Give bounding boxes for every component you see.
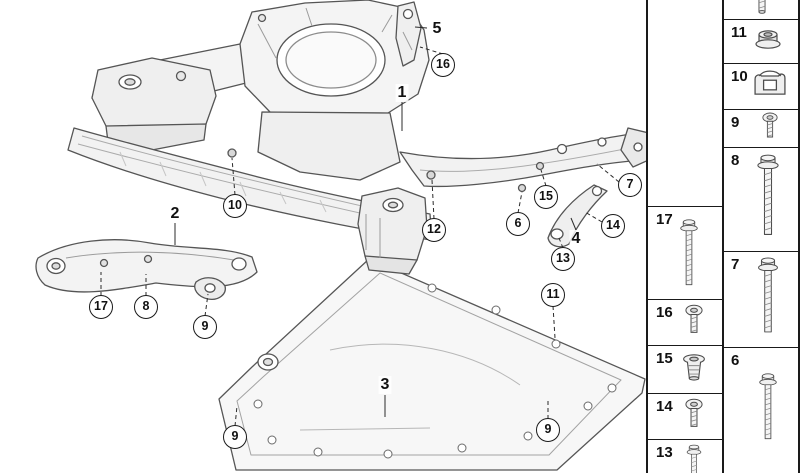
hex-bolt-icon: [756, 256, 781, 343]
callout-16[interactable]: 16: [431, 53, 455, 77]
legend-border-left: [646, 0, 648, 473]
plastic-nut-icon: [680, 351, 708, 388]
callout-9-right[interactable]: 9: [536, 418, 560, 442]
legend-border-right: [798, 0, 800, 473]
torx-screw-icon: [683, 303, 705, 342]
callout-17[interactable]: 17: [89, 295, 113, 319]
torx-screw-icon: [683, 397, 705, 436]
callout-2[interactable]: 2: [168, 205, 182, 223]
hex-bolt-icon: [678, 218, 700, 295]
legend-cell-15[interactable]: 15: [648, 346, 722, 394]
legend-cell-6[interactable]: 6: [723, 348, 798, 473]
callout-5[interactable]: 5: [430, 20, 444, 38]
callout-13[interactable]: 13: [551, 247, 575, 271]
callout-9-bottom[interactable]: 9: [223, 425, 247, 449]
hex-bolt-icon: [755, 153, 781, 246]
front-bracket-bar-part: [35, 239, 258, 300]
callout-9-left[interactable]: 9: [193, 315, 217, 339]
legend-cell-8[interactable]: 8: [723, 148, 798, 252]
legend-cell-9[interactable]: 9: [723, 110, 798, 148]
legend-border-mid: [722, 0, 724, 473]
torx-screw-icon: [760, 111, 780, 146]
underbody-panel-part: [218, 258, 646, 471]
callout-15[interactable]: 15: [534, 185, 558, 209]
legend-cell-14[interactable]: 14: [648, 394, 722, 440]
legend-cell-16[interactable]: 16: [648, 300, 722, 346]
callout-10[interactable]: 10: [223, 194, 247, 218]
callout-11[interactable]: 11: [541, 283, 565, 307]
legend-cell-10[interactable]: 10: [723, 64, 798, 110]
leader-lines-dashed: [100, 46, 620, 427]
callout-12[interactable]: 12: [422, 218, 446, 242]
hex-bolt-icon: [757, 372, 779, 449]
flange-nut-icon: [753, 26, 783, 57]
callout-4[interactable]: 4: [569, 230, 583, 248]
axle-carrier-part: [67, 0, 646, 275]
callout-6[interactable]: 6: [506, 212, 530, 236]
holder-bracket-part: [395, 1, 422, 67]
callout-3[interactable]: 3: [378, 376, 392, 394]
cage-nut-icon: [750, 68, 788, 105]
support-bracket-part: [547, 184, 608, 248]
callout-8[interactable]: 8: [134, 295, 158, 319]
callout-14[interactable]: 14: [601, 214, 625, 238]
leader-lines: [174, 26, 577, 417]
hex-bolt-partial-icon: [685, 444, 703, 473]
callout-1[interactable]: 1: [395, 84, 409, 102]
legend-cell-top-partial[interactable]: [723, 0, 798, 20]
legend-cell-17[interactable]: 17: [648, 206, 722, 300]
legend-cell-13[interactable]: 13: [648, 440, 722, 473]
legend-cell-11[interactable]: 11: [723, 20, 798, 64]
callout-7[interactable]: 7: [618, 173, 642, 197]
front-axle-carrier-drawing: [35, 0, 646, 471]
legend-cell-7[interactable]: 7: [723, 252, 798, 348]
bolt-thread-partial-icon: [751, 0, 774, 19]
